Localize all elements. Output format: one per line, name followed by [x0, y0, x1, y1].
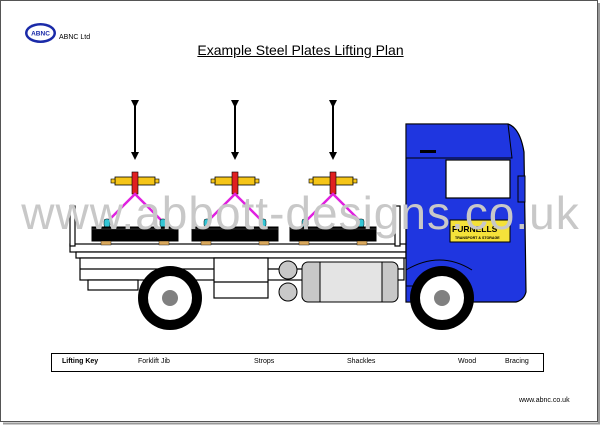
legend-label-wood: Wood — [458, 358, 477, 365]
wood-packer-right-1 — [158, 240, 170, 246]
legend-label-shackles: Shackles — [347, 358, 376, 365]
wood-packer-right-3 — [356, 240, 368, 246]
jib-end-left-3 — [308, 178, 314, 184]
strops-1 — [106, 192, 164, 223]
legend-label-forklift-jib: Forklift Jib — [138, 358, 170, 365]
company-name: ABNC Ltd — [59, 34, 91, 41]
jib-end-right-3 — [352, 178, 358, 184]
brand-panel — [449, 219, 511, 243]
fuel-tank — [278, 260, 399, 303]
rear-wheel — [138, 266, 202, 330]
cab-window — [445, 159, 511, 199]
lifting-key-legend: Lifting Key Forklift Jib Strops Shackles… — [51, 353, 544, 372]
wood-packer-left-1 — [100, 240, 112, 246]
watermark: www.abbott-designs.co.uk — [21, 187, 580, 239]
steel-plate-3 — [289, 226, 377, 242]
cab-roof — [405, 123, 513, 159]
steel-plate-loads — [91, 100, 377, 246]
cab-door-handle — [420, 150, 436, 153]
steel-plate-1 — [91, 226, 179, 242]
jib-end-right-1 — [154, 178, 160, 184]
wood-packer-left-2 — [200, 240, 212, 246]
jib-end-left-2 — [210, 178, 216, 184]
cab-mirror — [517, 175, 526, 203]
strops-3 — [304, 192, 362, 223]
abnc-logo: ABNC — [24, 22, 57, 44]
logo-text: ABNC — [31, 31, 50, 38]
cab-wheel-arch — [405, 259, 473, 271]
truck — [69, 123, 527, 330]
page-title: Example Steel Plates Lifting Plan — [197, 42, 404, 58]
truck-brand-tagline: TRANSPORT & STORAGE — [455, 236, 500, 240]
steel-plate-2 — [191, 226, 279, 242]
wood-packer-right-2 — [258, 240, 270, 246]
legend-title: Lifting Key — [62, 358, 99, 365]
front-wheel — [410, 266, 474, 330]
jib-end-left-1 — [110, 178, 116, 184]
legend-label-bracing: Bracing — [505, 358, 529, 365]
truck-brand-name: FURNELLS — [452, 224, 498, 234]
legend-label-strops: Strops — [254, 358, 275, 365]
jib-end-right-2 — [254, 178, 260, 184]
strops-2 — [206, 192, 264, 223]
wood-packer-left-3 — [298, 240, 310, 246]
footer-website: www.abnc.co.uk — [519, 397, 570, 404]
